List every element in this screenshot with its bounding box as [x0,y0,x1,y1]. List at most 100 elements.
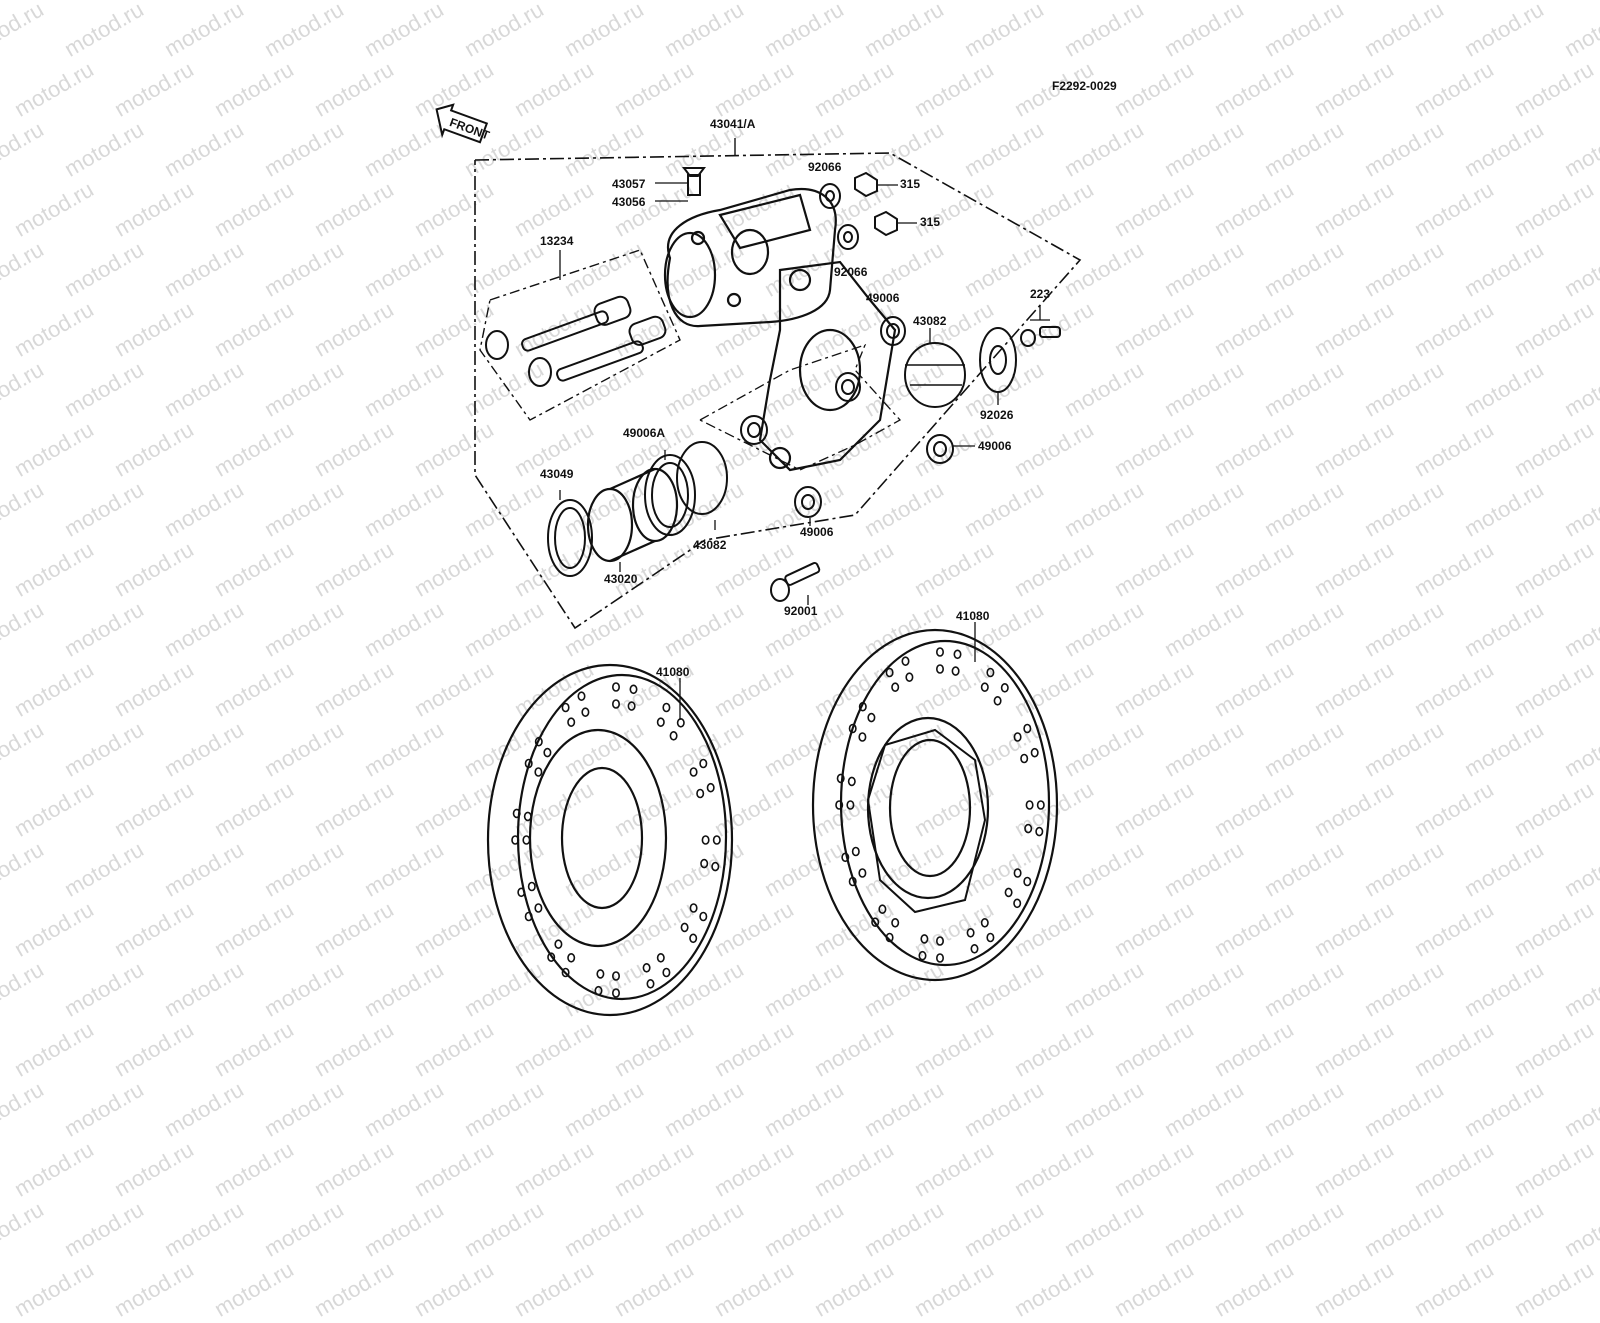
disc-hole [596,969,605,979]
watermark-text: motod.ru [660,1196,748,1262]
watermark-text: motod.ru [1160,1196,1248,1262]
disc-hole [891,917,900,928]
disc-hole [699,758,708,769]
disc-hole [980,682,989,693]
disc-hole [1020,753,1029,764]
watermark-text: motod.ru [960,1196,1048,1262]
disc-hole [567,717,576,728]
disc-hole [980,917,989,928]
disc-hole [851,846,860,857]
brake-disc-right [811,628,1059,982]
disc-hole [522,835,531,845]
disc-hole [951,666,960,676]
disc-hole [878,904,887,915]
disc-hole [901,656,910,667]
disc-hole [1036,800,1045,810]
disc-hole [561,702,570,713]
disc-hole [523,811,532,822]
disc-hole [858,868,867,878]
disc-hole [547,952,556,963]
disc-right-holes [835,647,1045,963]
label-315-upper: 315 [900,177,921,191]
disc-hole [534,903,543,913]
label-43041: 43041/A [710,117,756,131]
disc-hole [1023,876,1032,887]
disc-hole [986,932,995,943]
pad-lower [676,441,728,515]
disc-hole [711,861,720,872]
watermark-text: motod.ru [210,1256,298,1322]
label-49006-upper: 49006 [866,291,900,305]
nut-lower [874,210,898,237]
pad-upper [904,342,966,408]
watermark-text: motod.ru [760,1196,848,1262]
disc-hole [680,922,689,933]
disc-hole [511,835,520,845]
disc-hole [689,903,698,913]
watermark-text: motod.ru [1460,1196,1548,1262]
label-41080-right: 41080 [956,609,990,623]
label-92066-lower: 92066 [834,265,868,279]
watermark-text: motod.ru [260,1196,348,1262]
disc-hole [935,647,944,657]
boot-mid [835,372,861,402]
label-43082-lower: 43082 [693,538,727,552]
disc-hole [662,967,671,978]
label-92066-upper: 92066 [808,160,842,174]
watermark-text: motod.ru [1310,1256,1398,1322]
disc-hole [891,682,900,693]
disc-hole [986,667,995,678]
front-arrow-icon: FRONT [435,103,492,144]
disc-hole [1030,747,1039,758]
watermark-text: motod.ru [810,1256,898,1322]
label-43049: 43049 [540,467,574,481]
watermark-text: motod.ru [910,1256,998,1322]
caliper-body [663,187,837,328]
watermark-text: motod.ru [160,1196,248,1262]
disc-hole [1013,732,1022,742]
disc-hole [689,767,698,777]
disc-hole [512,808,521,819]
disc-hole [543,747,552,758]
watermark-text: motod.ru [0,1196,48,1262]
disc-hole [867,712,876,723]
caliper-pin-2 [528,315,667,387]
disc-hole [935,664,944,674]
disc-left-holes [511,682,721,998]
watermark-text: motod.ru [110,1256,198,1322]
label-49006A: 49006A [623,426,666,440]
disc-hole [611,682,620,692]
disc-hole [611,971,620,981]
disc-hole [676,717,685,728]
label-13234: 13234 [540,234,574,248]
label-223: 223 [1030,287,1051,301]
disc-hole [1004,887,1013,898]
washer-upper [819,183,841,209]
watermark-text: motod.ru [1560,1196,1600,1262]
disc-hole [611,699,620,709]
brake-caliper-exploded-diagram: FRONT [435,103,1082,1017]
caliper-pin-1 [485,295,632,360]
disc-hole [1023,723,1032,734]
boot-mid-left [740,415,768,445]
disc-hole [577,691,586,702]
watermark-text: motod.ru [410,1256,498,1322]
watermark-text: motod.ru [710,1256,798,1322]
disc-hole [1024,823,1033,834]
disc-hole [935,936,944,946]
disc-hole [662,702,671,713]
disc-hole [935,953,944,963]
disc-hole [918,950,927,961]
disc-hole [847,776,856,787]
seal-ring [547,499,593,577]
watermark-text: motod.ru [460,1196,548,1262]
disc-hole [1013,868,1022,878]
assembly-frame [474,152,1082,630]
boot-bottom [794,486,822,518]
boot-right [926,434,954,464]
disc-hole [594,985,603,996]
watermark-text: motod.ru [1060,1196,1148,1262]
watermark-text: motod.ru [860,1196,948,1262]
pin-set-frame [479,249,681,421]
label-43056: 43056 [612,195,646,209]
